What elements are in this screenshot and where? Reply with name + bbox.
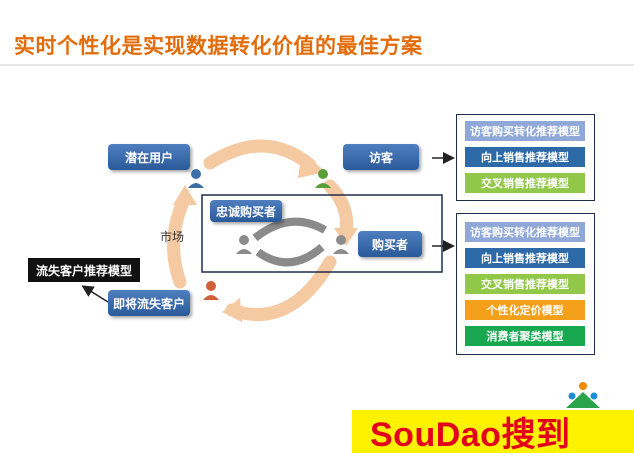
soudao-brand-text: SouDao搜到 bbox=[370, 416, 571, 454]
cycle-arc-bottom bbox=[225, 255, 337, 321]
soudao-logo-icon bbox=[566, 382, 600, 408]
cycle-arrowhead-right bbox=[334, 228, 358, 246]
arrow-lost-model bbox=[81, 285, 109, 303]
person-icon-loyal bbox=[236, 235, 252, 254]
visitor-models-panel: 访客购买转化推荐模型 向上销售推荐模型 交叉销售推荐模型 bbox=[456, 114, 595, 201]
lost-customer-model-box: 流失客户推荐模型 bbox=[28, 258, 140, 282]
model-visitor-conversion: 访客购买转化推荐模型 bbox=[465, 222, 585, 242]
model-cross-sell: 交叉销售推荐模型 bbox=[465, 274, 585, 294]
soudao-watermark: SouDao搜到 bbox=[352, 410, 634, 454]
loyalty-loop-bottom bbox=[255, 243, 325, 267]
node-churning-customer: 即将流失客户 bbox=[108, 290, 190, 316]
loyalty-loop-top bbox=[252, 217, 327, 242]
cycle-arrowhead-left bbox=[173, 185, 197, 205]
model-personalized-pricing: 个性化定价模型 bbox=[465, 300, 585, 320]
person-icon-churning bbox=[203, 281, 219, 300]
node-potential-user: 潜在用户 bbox=[108, 144, 190, 170]
market-label: 市场 bbox=[160, 230, 185, 244]
model-upsell: 向上销售推荐模型 bbox=[465, 248, 585, 268]
node-visitor: 访客 bbox=[343, 144, 419, 170]
cycle-arrowhead-bottom bbox=[222, 298, 242, 322]
person-icon-potential bbox=[188, 169, 204, 188]
model-visitor-conversion: 访客购买转化推荐模型 bbox=[465, 121, 585, 141]
node-buyer: 购买者 bbox=[358, 231, 422, 257]
node-loyal-buyer: 忠诚购买者 bbox=[210, 200, 282, 222]
page-title: 实时个性化是实现数据转化价值的最佳方案 bbox=[14, 34, 423, 58]
title-divider bbox=[0, 64, 634, 66]
loyal-buyer-frame bbox=[201, 194, 443, 273]
model-consumer-clustering: 消费者聚类模型 bbox=[465, 326, 585, 346]
model-cross-sell: 交叉销售推荐模型 bbox=[465, 173, 585, 193]
cycle-arc-left bbox=[167, 191, 192, 289]
cycle-arc-right bbox=[323, 179, 354, 239]
person-icon-visitor bbox=[315, 169, 331, 188]
cycle-arc-top bbox=[203, 139, 317, 172]
model-upsell: 向上销售推荐模型 bbox=[465, 147, 585, 167]
buyer-models-panel: 访客购买转化推荐模型 向上销售推荐模型 交叉销售推荐模型 个性化定价模型 消费者… bbox=[456, 213, 595, 355]
person-icon-buyer bbox=[333, 235, 349, 254]
